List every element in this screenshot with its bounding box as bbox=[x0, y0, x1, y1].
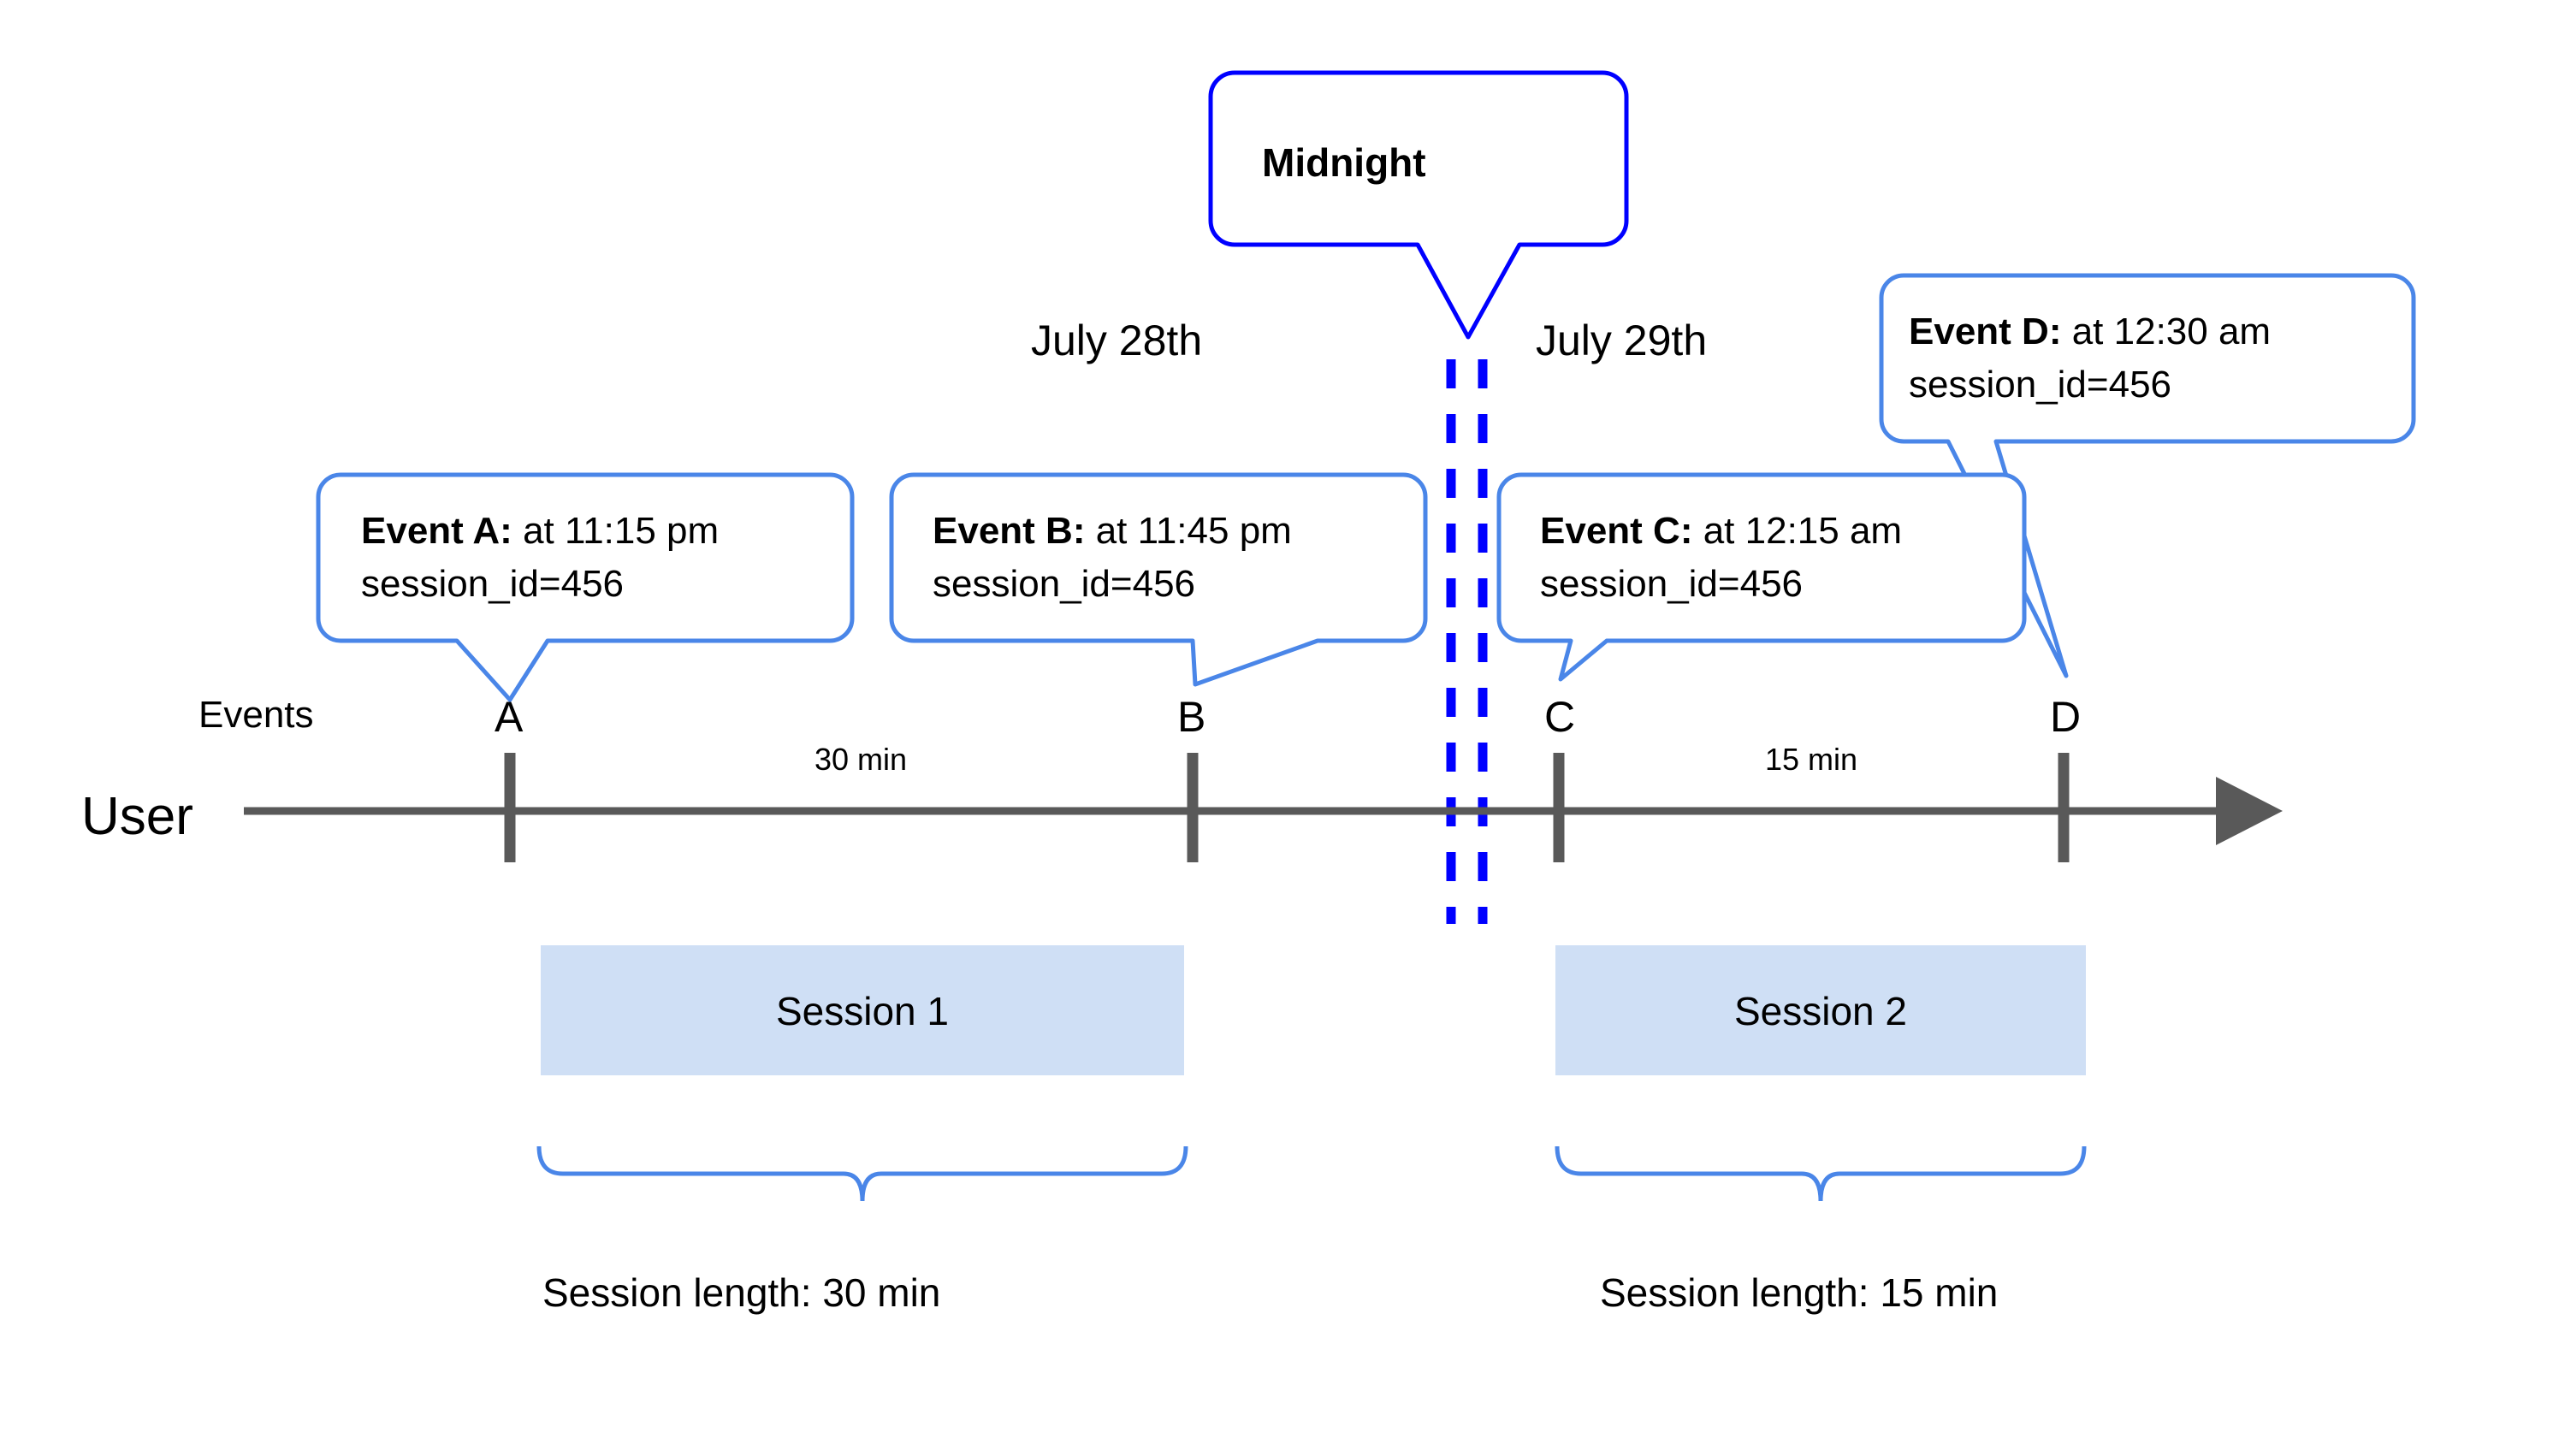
event-callout-a: Event A: at 11:15 pm session_id=456 bbox=[316, 472, 855, 702]
event-callout-b-lead: Event B: bbox=[933, 510, 1085, 552]
session-box-2: Session 2 bbox=[1555, 945, 2086, 1075]
session-1-brace bbox=[536, 1145, 1188, 1202]
event-callout-d-lead: Event D: bbox=[1909, 311, 2061, 352]
event-callout-a-line2: session_id=456 bbox=[361, 563, 624, 605]
midnight-callout: Midnight bbox=[1208, 70, 1629, 340]
event-letter-c: C bbox=[1544, 693, 1575, 741]
event-callout-d-detail: at 12:30 am bbox=[2061, 311, 2271, 352]
event-callout-c-line1: Event C: at 12:15 am bbox=[1540, 510, 1902, 552]
timeline-axis bbox=[244, 777, 2283, 845]
session-2-brace bbox=[1555, 1145, 2087, 1202]
user-row-label: User bbox=[81, 787, 193, 846]
event-callout-b-line1: Event B: at 11:45 pm bbox=[933, 510, 1292, 552]
session-box-1-label: Session 1 bbox=[776, 989, 949, 1033]
session-box-1-rect bbox=[541, 945, 1184, 1075]
event-callout-c-line2: session_id=456 bbox=[1540, 563, 1803, 605]
gap-label-30-min: 30 min bbox=[814, 742, 907, 777]
session-box-2-label: Session 2 bbox=[1734, 989, 1907, 1033]
midnight-callout-label: Midnight bbox=[1262, 140, 1426, 185]
event-callout-c: Event C: at 12:15 am session_id=456 bbox=[1496, 472, 2027, 682]
event-callout-a-lead: Event A: bbox=[361, 510, 512, 552]
session-2-length-label: Session length: 15 min bbox=[1600, 1270, 1998, 1315]
event-letter-d: D bbox=[2050, 693, 2081, 741]
event-letter-a: A bbox=[495, 693, 524, 741]
event-callout-a-detail: at 11:15 pm bbox=[512, 510, 719, 552]
midnight-dashed-lines bbox=[1446, 359, 1488, 924]
gap-label-15-min: 15 min bbox=[1765, 742, 1857, 777]
session-box-1: Session 1 bbox=[541, 945, 1184, 1075]
timeline-axis-arrowhead bbox=[2216, 777, 2283, 845]
event-letter-b: B bbox=[1177, 693, 1205, 741]
event-callout-d: Event D: at 12:30 am session_id=456 bbox=[1879, 273, 2416, 678]
event-callout-b-detail: at 11:45 pm bbox=[1085, 510, 1291, 552]
event-callout-b-line2: session_id=456 bbox=[933, 563, 1195, 605]
event-callout-a-line1: Event A: at 11:15 pm bbox=[361, 510, 719, 552]
event-callout-c-detail: at 12:15 am bbox=[1692, 510, 1902, 552]
event-callout-d-line1: Event D: at 12:30 am bbox=[1909, 311, 2271, 352]
event-callout-c-lead: Event C: bbox=[1540, 510, 1692, 552]
date-label-july-29: July 29th bbox=[1536, 317, 1707, 364]
midnight-callout-shape bbox=[1208, 70, 1629, 340]
date-label-july-28: July 28th bbox=[1031, 317, 1202, 364]
event-callout-d-shape bbox=[1879, 273, 2416, 678]
event-callout-a-shape bbox=[316, 472, 855, 702]
session-1-length-label: Session length: 30 min bbox=[542, 1270, 940, 1315]
event-callout-c-shape bbox=[1496, 472, 2027, 682]
event-callout-b: Event B: at 11:45 pm session_id=456 bbox=[889, 472, 1428, 687]
session-box-2-rect bbox=[1555, 945, 2086, 1075]
event-callout-b-shape bbox=[889, 472, 1428, 687]
events-row-label: Events bbox=[198, 694, 314, 736]
event-callout-d-line2: session_id=456 bbox=[1909, 364, 2171, 405]
